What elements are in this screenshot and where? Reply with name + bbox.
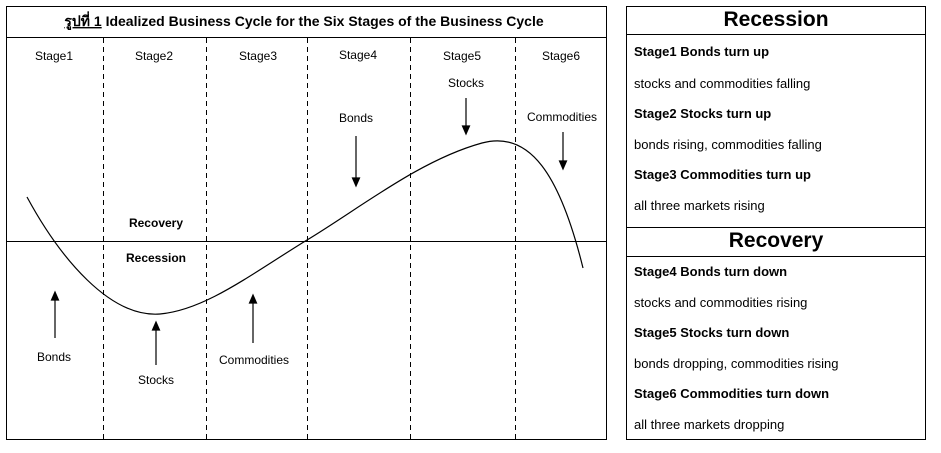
stage-label: Stage4 [339,48,377,62]
figure-title: รูปที่ 1 Idealized Business Cycle for th… [64,11,543,30]
arrow-down-head [351,177,361,188]
arrow-up-head [248,293,258,304]
stage4-heading: Stage4 Bonds turn down [634,264,788,279]
stage-label: Stage3 [239,49,277,63]
figure-title-text: Idealized Business Cycle for the Six Sta… [106,13,544,29]
stage-legend-panel: Recession Stage1 Bonds turn up stocks an… [626,6,926,440]
bottom-arrows [50,290,258,365]
stage6-heading: Stage6 Commodities turn down [634,386,830,401]
diagram-frame [6,6,607,440]
annotation-bonds-top: Bonds [339,111,373,125]
region-label-recession: Recession [126,251,186,265]
stage-label: Stage6 [542,49,580,63]
recession-heading: Recession [627,7,925,35]
stage5-detail: bonds dropping, commodities rising [634,356,839,371]
figure-label: รูปที่ 1 [64,11,102,30]
annotation-commodities-top: Commodities [527,110,597,124]
stage2-detail: bonds rising, commodities falling [634,137,822,152]
stage-dividers [103,38,516,439]
region-label-recovery: Recovery [129,216,183,230]
top-arrows [351,98,568,188]
stage-label: Stage2 [135,49,173,63]
stage3-heading: Stage3 Commodities turn up [634,167,811,182]
stage-label: Stage1 [35,49,73,63]
stage5-heading: Stage5 Stocks turn down [634,325,790,340]
stage6-detail: all three markets dropping [634,417,785,432]
stage4-detail: stocks and commodities rising [634,295,808,310]
stage1-heading: Stage1 Bonds turn up [634,44,770,59]
annotation-commodities-bottom: Commodities [219,353,289,367]
cycle-curve [26,140,584,315]
annotation-stocks-bottom: Stocks [138,373,174,387]
annotation-bonds-bottom: Bonds [37,350,71,364]
recovery-heading: Recovery [627,227,925,257]
stage2-heading: Stage2 Stocks turn up [634,106,772,121]
arrow-up-head [50,290,60,301]
stage1-detail: stocks and commodities falling [634,76,811,91]
arrow-down-head [461,125,471,136]
arrow-up-head [151,320,161,331]
arrow-down-head [558,160,568,171]
stage3-detail: all three markets rising [634,198,765,213]
stage-label: Stage5 [443,49,481,63]
annotation-stocks-top: Stocks [448,76,484,90]
